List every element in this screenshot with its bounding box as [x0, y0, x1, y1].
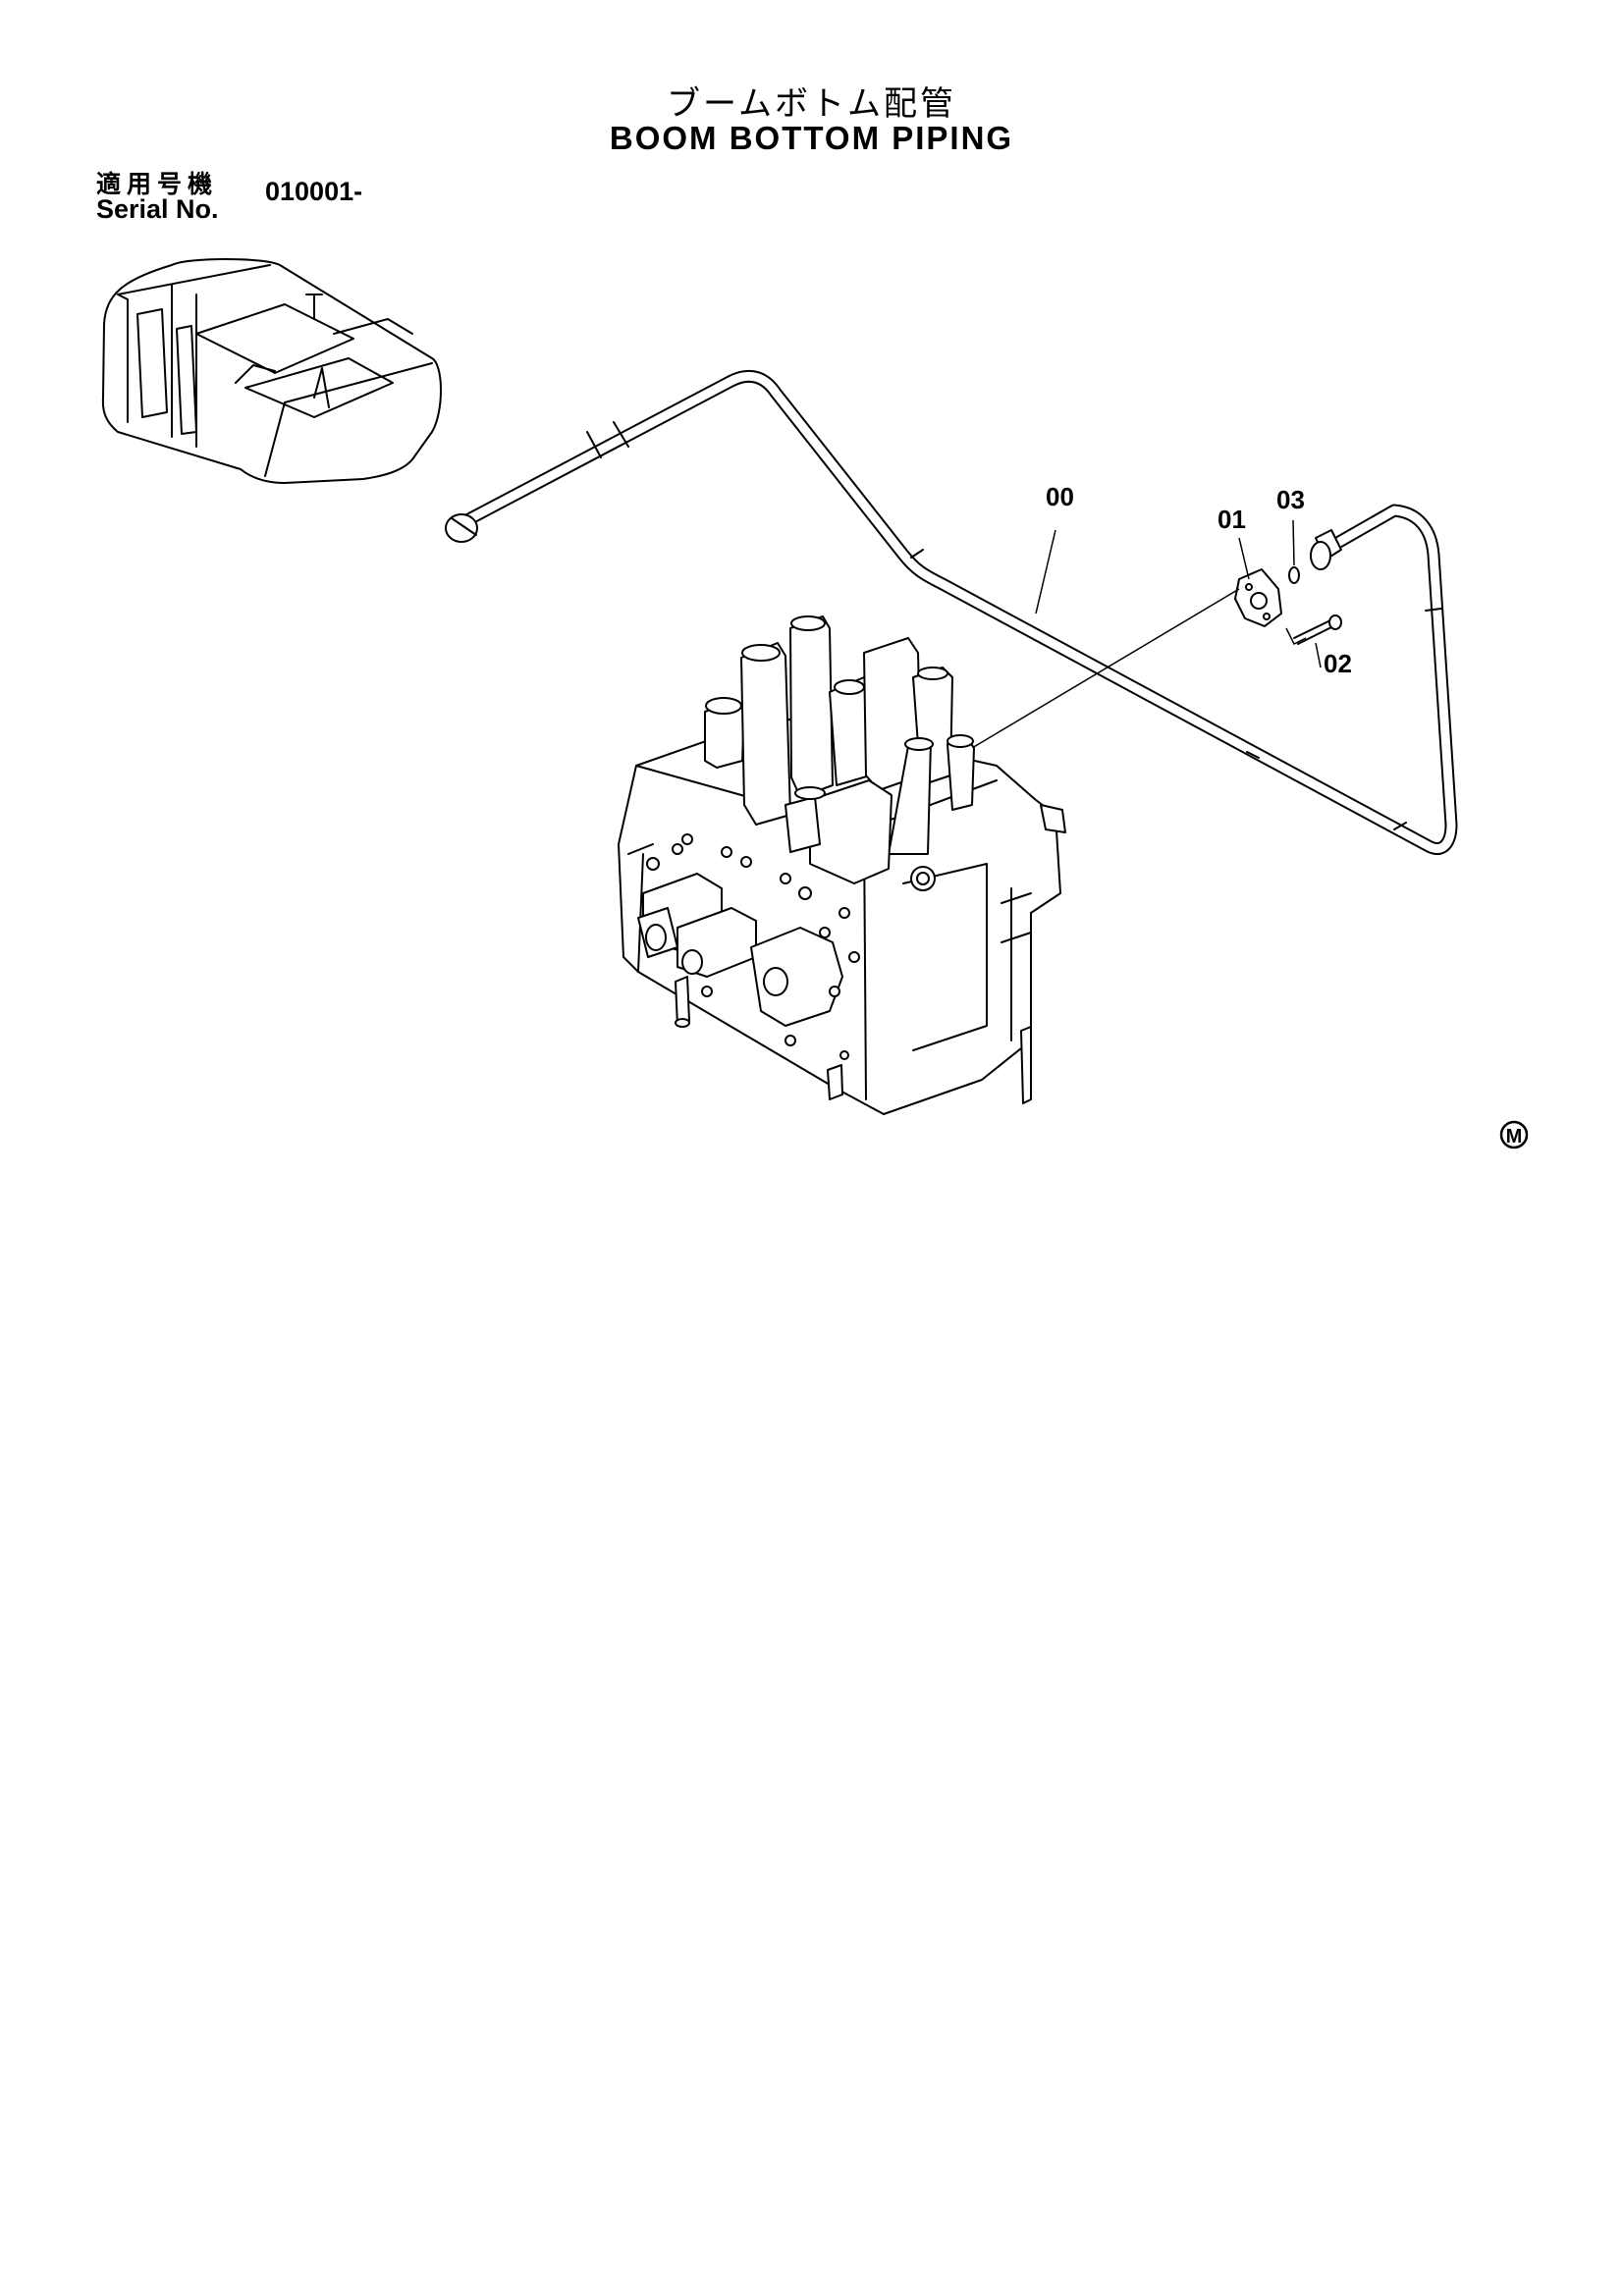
page-title: BOOM BOTTOM PIPING: [609, 120, 1014, 156]
control-valve: [618, 615, 1066, 1115]
m-mark-icon: M: [1499, 1120, 1529, 1149]
leader-03: [1292, 519, 1295, 566]
serial-label: Serial No.: [96, 194, 219, 224]
serial-label-japanese: 適用号機: [96, 170, 219, 198]
pipe-00: [445, 369, 1458, 855]
leader-01: [1238, 537, 1250, 580]
leader-00: [1035, 529, 1056, 614]
assembly-line-01: [966, 588, 1240, 752]
bolt-02: [1293, 614, 1342, 645]
excavator-thumbnail: [101, 258, 442, 484]
assembly-line-02: [1285, 627, 1307, 646]
callout-02: 02: [1324, 649, 1352, 678]
callout-03: 03: [1276, 485, 1305, 514]
serial-value: 010001-: [265, 177, 363, 206]
callout-00: 00: [1046, 482, 1074, 511]
callout-01: 01: [1217, 505, 1246, 534]
flange-01: [1234, 568, 1282, 627]
page-title-japanese: ブームボトム配管: [667, 84, 956, 124]
leader-02: [1315, 642, 1322, 668]
o-ring-03: [1288, 566, 1300, 584]
m-mark-letter: M: [1506, 1126, 1523, 1148]
